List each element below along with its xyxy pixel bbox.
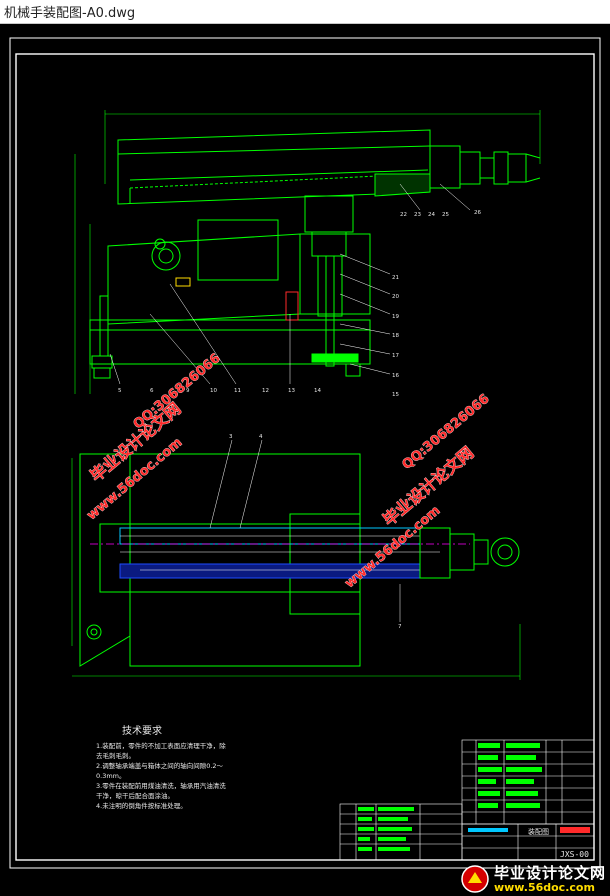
- plan-view: [71, 439, 521, 680]
- tech-req-line-3: 2.调整轴承端盖与箱体之间的轴向间隙0.2～: [96, 761, 224, 770]
- tech-req-line-4: 0.3mm。: [96, 772, 126, 780]
- part-label-6: 6: [150, 388, 154, 394]
- part-label-15: 15: [392, 392, 399, 398]
- title-block-drawing-code: JXS-00: [560, 850, 589, 859]
- part-label-4: 4: [259, 434, 263, 440]
- tech-req-line-7: 4.未注明的倒角件按标准处理。: [96, 801, 187, 810]
- tech-req-line-5: 3.零件在装配前用煤油清洗，轴承用汽油清洗: [96, 781, 226, 790]
- title-block-drawing-name: 装配图: [528, 827, 549, 836]
- footer-site-text: www.56doc.com: [493, 880, 595, 894]
- part-label-22: 22: [400, 212, 407, 218]
- part-label-16: 16: [392, 373, 399, 379]
- tech-req-line-6: 干净，晾干后配合面涂油。: [96, 791, 174, 800]
- elevation-view: [74, 110, 541, 394]
- part-label-10: 10: [210, 388, 217, 394]
- parts-list: [339, 739, 595, 861]
- elevation-part-labels: 22 23 24 25 26 21 20 19 18 17 16 15 5 6 …: [118, 210, 481, 398]
- part-label-7: 7: [398, 624, 402, 630]
- part-label-21: 21: [392, 275, 399, 281]
- tech-req-title: 技术要求: [122, 724, 162, 737]
- plan-part-labels: 3 4 7: [229, 434, 402, 630]
- window-title: 机械手装配图-A0.dwg: [4, 6, 136, 21]
- part-label-19: 19: [392, 314, 399, 320]
- footer-brand-text: 毕业设计论文网: [493, 863, 606, 882]
- tech-req-line-1: 1.装配前，零件的不加工表面应清理干净，除: [96, 741, 226, 750]
- drawing-canvas[interactable]: 22 23 24 25 26 21 20 19 18 17 16 15 5 6 …: [0, 24, 610, 896]
- drawing-svg: 22 23 24 25 26 21 20 19 18 17 16 15 5 6 …: [9, 37, 601, 869]
- part-label-13: 13: [288, 388, 295, 394]
- part-label-11: 11: [234, 388, 241, 394]
- outer-border: [9, 37, 601, 869]
- part-label-24: 24: [428, 212, 435, 218]
- brand-logo-icon: [461, 865, 489, 893]
- watermark-left: 毕业设计论文网 QQ:306826066 www.56doc.com: [84, 351, 224, 524]
- part-label-12: 12: [262, 388, 269, 394]
- footer-brand-banner: 毕业设计论文网 www.56doc.com: [420, 862, 610, 896]
- parts-list-text: [358, 743, 590, 851]
- part-label-9: 9: [186, 388, 190, 394]
- inner-border: [15, 53, 595, 861]
- part-label-5: 5: [118, 388, 122, 394]
- part-label-23: 23: [414, 212, 421, 218]
- title-bar: 机械手装配图-A0.dwg: [0, 0, 610, 24]
- footer-text-group: 毕业设计论文网 www.56doc.com: [493, 863, 606, 894]
- technical-requirements: 技术要求 1.装配前，零件的不加工表面应清理干净，除 去毛刺毛刺。 2.调整轴承…: [96, 724, 226, 810]
- part-label-26: 26: [474, 210, 481, 216]
- part-label-14: 14: [314, 388, 321, 394]
- part-label-17: 17: [392, 353, 399, 359]
- part-label-3: 3: [229, 434, 233, 440]
- part-label-20: 20: [392, 294, 399, 300]
- part-label-25: 25: [442, 212, 449, 218]
- part-label-18: 18: [392, 333, 399, 339]
- tech-req-line-2: 去毛刺毛刺。: [96, 751, 135, 760]
